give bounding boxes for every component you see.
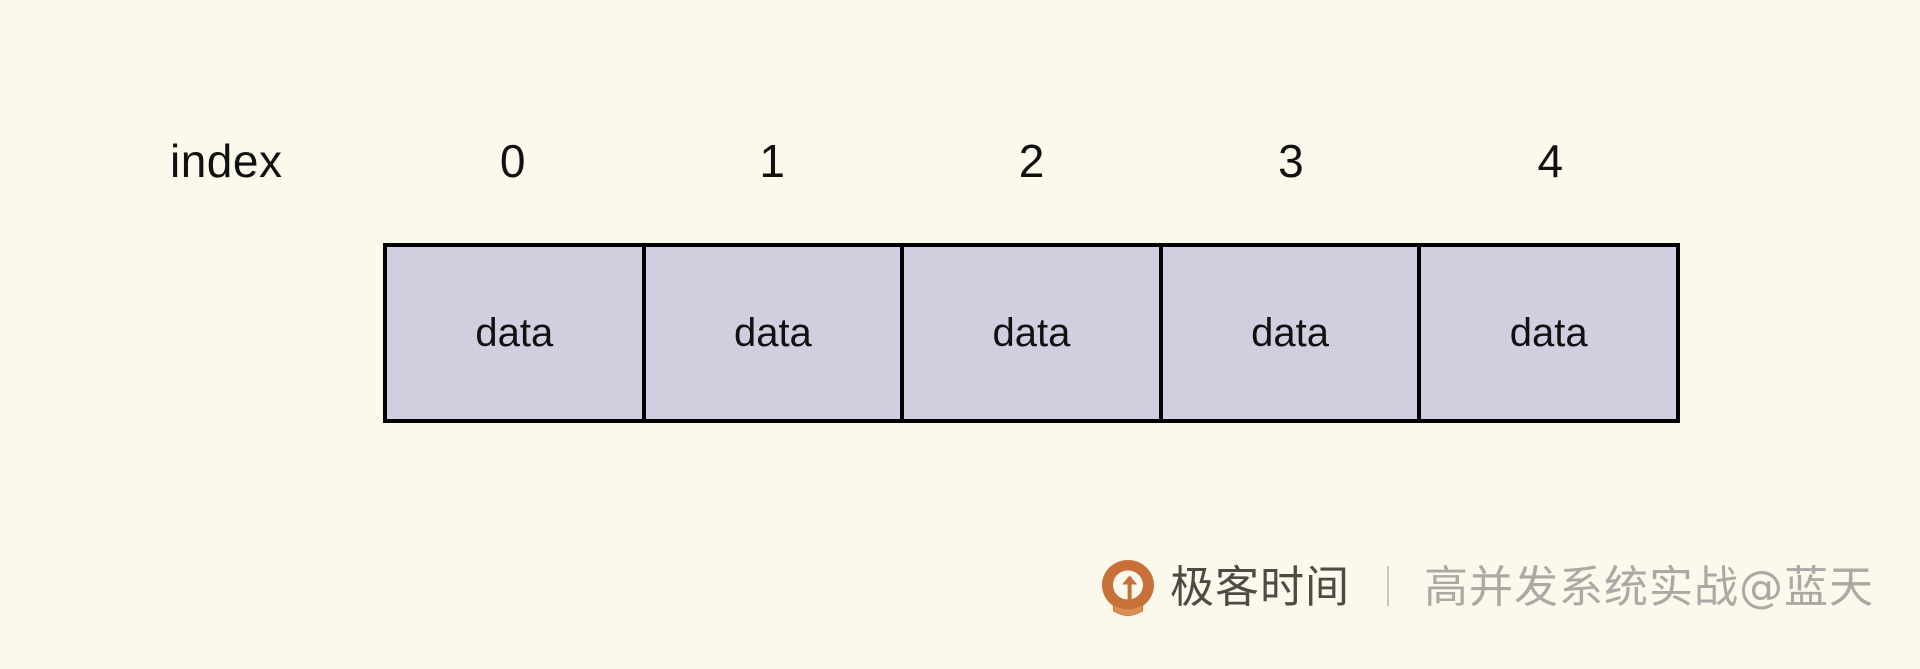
watermark-divider: ｜ <box>1368 565 1408 611</box>
index-number-1: 1 <box>759 135 785 187</box>
index-number-row: 0 1 2 3 4 <box>383 138 1680 190</box>
index-number-3: 3 <box>1278 135 1304 187</box>
watermark: 极客时间 ｜ 高并发系统实战@蓝天 <box>1100 548 1874 628</box>
array-table: data data data data data <box>383 243 1680 423</box>
index-number-2: 2 <box>1018 135 1045 187</box>
watermark-subtitle: 高并发系统实战@蓝天 <box>1424 562 1874 613</box>
array-cell-4: data <box>1421 247 1676 419</box>
array-cell-3: data <box>1162 247 1422 419</box>
index-number-4: 4 <box>1537 135 1564 187</box>
geekbang-logo-icon <box>1102 560 1154 616</box>
array-cell-0: data <box>387 247 646 419</box>
watermark-brand: 极客时间 <box>1170 562 1350 613</box>
array-cell-1: data <box>645 247 905 419</box>
index-row-label: index <box>170 135 283 187</box>
array-cell-2: data <box>904 247 1163 419</box>
index-number-0: 0 <box>499 135 526 187</box>
